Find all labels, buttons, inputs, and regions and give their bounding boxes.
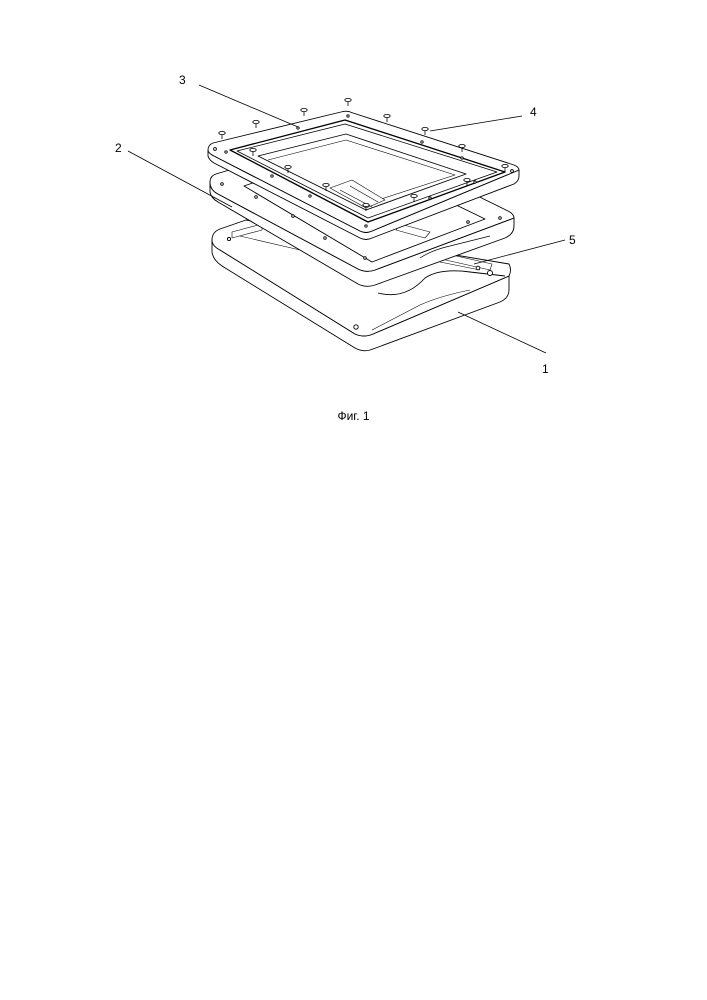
leader-1 [458,312,546,353]
leader-3 [199,85,298,127]
callout-2: 2 [115,141,122,155]
figure-caption: Фиг. 1 [0,409,707,423]
callout-5: 5 [569,233,576,247]
callout-4: 4 [530,105,537,119]
callout-1: 1 [542,362,549,376]
leader-4 [430,116,522,131]
callout-3: 3 [179,73,186,87]
